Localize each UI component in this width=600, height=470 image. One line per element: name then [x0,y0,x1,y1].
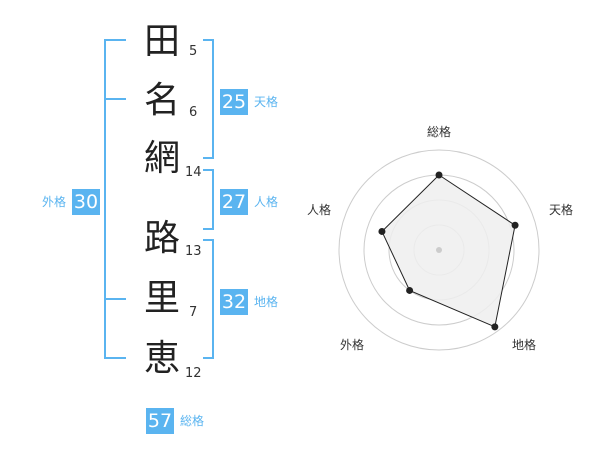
name-char-1: 田 [143,21,180,62]
jinkaku-value-badge: 27 [220,189,248,215]
chikaku-value-badge: 32 [220,289,248,315]
radar-axis-label-tenkaku: 天格 [549,203,574,217]
radar-grid-ring [338,149,540,351]
gaikaku-bracket [104,39,126,359]
name-char-2: 名 [143,80,180,121]
stroke-count-2: 6 [189,105,198,120]
radar-point-2 [511,221,519,229]
tenkaku-bracket [203,39,214,159]
tenkaku-label: 天格 [254,95,279,109]
chikaku-label: 地格 [254,295,279,309]
stroke-count-4: 13 [185,244,202,259]
stroke-count-1: 5 [189,44,198,59]
tenkaku-value-badge: 25 [220,89,248,115]
radar-point-3 [491,323,499,331]
name-char-3: 網 [143,138,180,179]
radar-axis-label-chikaku: 地格 [512,338,537,352]
stroke-count-3: 14 [185,165,202,180]
soukaku-label: 総格 [180,414,205,428]
radar-axis-label-gaikaku: 外格 [340,338,365,352]
soukaku-value-badge: 57 [146,408,174,434]
radar-axis-label-soukaku: 総格 [427,125,452,139]
gaikaku-value-badge: 30 [72,189,100,215]
radar-point-4 [406,286,414,294]
jinkaku-label: 人格 [254,195,279,209]
radar-point-5 [378,227,386,235]
name-char-5: 里 [143,278,180,319]
radar-series-polygon [381,174,516,328]
radar-axis-label-jinkaku: 人格 [307,203,332,217]
radar-point-1 [435,171,443,179]
jinkaku-bracket [203,169,214,230]
stroke-count-5: 7 [189,305,198,320]
name-char-6: 恵 [143,338,180,379]
radar-center-dot [436,247,442,253]
stroke-count-6: 12 [185,366,202,381]
chikaku-bracket [203,239,214,359]
gaikaku-label: 外格 [42,195,67,209]
name-char-4: 路 [143,218,180,259]
